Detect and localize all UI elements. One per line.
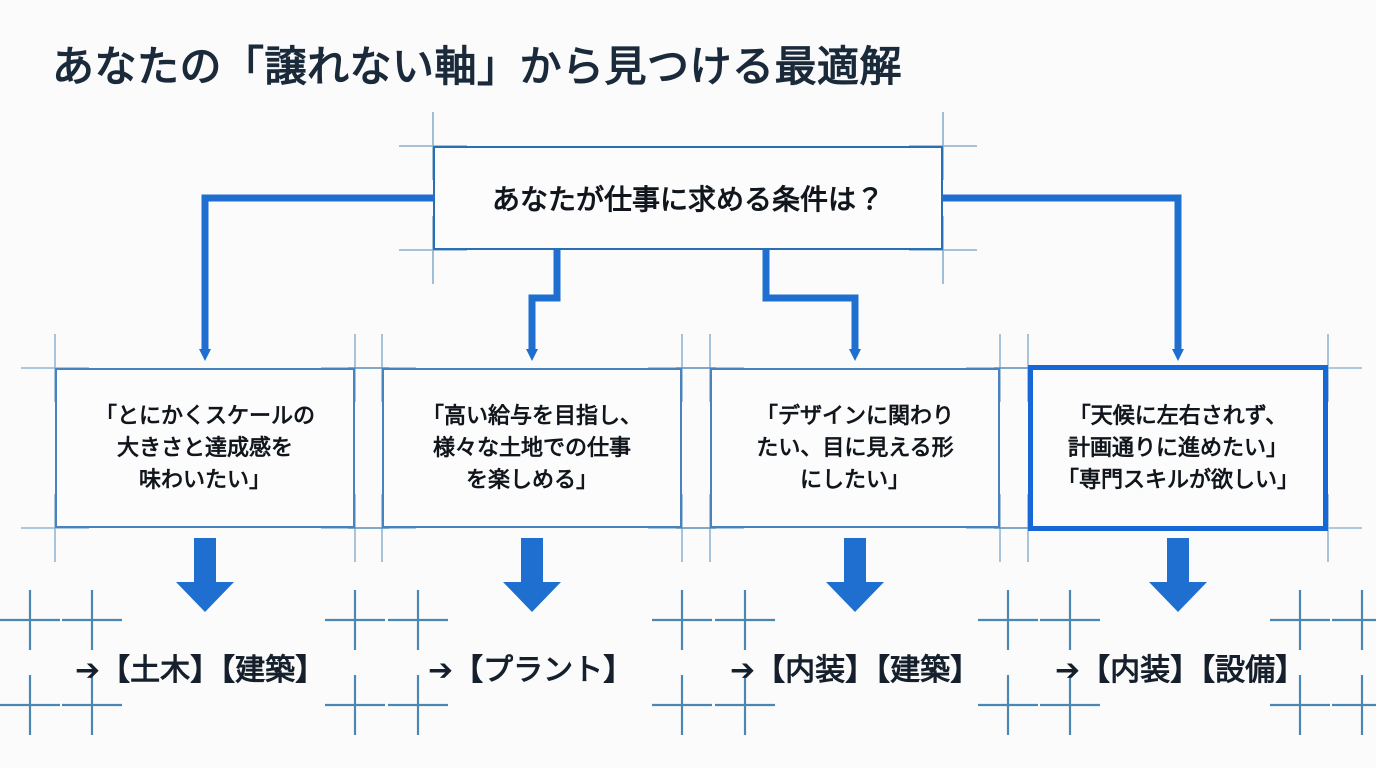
crosshair-mark <box>1040 675 1100 735</box>
crosshair-mark <box>325 590 385 650</box>
crosshair-mark <box>62 675 122 735</box>
down-arrow-icon <box>176 538 234 612</box>
crosshair-mark <box>1270 675 1330 735</box>
result-label-weather-skill: ➔【内装】【設備】 <box>1055 654 1306 687</box>
crosshair-mark <box>978 590 1038 650</box>
connector-line <box>943 194 1184 361</box>
down-arrow-icon <box>826 538 884 612</box>
condition-box-salary: 「高い給与を目指し、様々な土地での仕事を楽しめる」 <box>382 368 682 528</box>
crosshair-mark <box>1040 590 1100 650</box>
result-label-design: ➔【内装】【建築】 <box>730 654 981 687</box>
condition-label: 「天候に左右されず、計画通りに進めたい」「専門スキルが欲しい」 <box>1056 403 1299 492</box>
crosshair-mark <box>715 590 775 650</box>
condition-label: 「デザインに関わりたい、目に見える形にしたい」 <box>755 403 954 492</box>
down-arrow-icon <box>503 538 561 612</box>
result-label-scale: ➔【土木】【建築】 <box>75 654 326 687</box>
crosshair-mark <box>62 590 122 650</box>
condition-box-scale: 「とにかくスケールの大きさと達成感を味わいたい」 <box>55 368 355 528</box>
down-arrow-icon <box>1149 538 1207 612</box>
crosshair-mark <box>978 675 1038 735</box>
crosshair-mark <box>325 675 385 735</box>
crosshair-mark <box>0 675 60 735</box>
crosshair-mark <box>388 675 448 735</box>
condition-box-design: 「デザインに関わりたい、目に見える形にしたい」 <box>710 368 1000 528</box>
crosshair-mark <box>909 216 977 284</box>
condition-label: 「とにかくスケールの大きさと達成感を味わいたい」 <box>94 403 315 492</box>
connector-line <box>526 250 561 361</box>
condition-label: 「高い給与を目指し、様々な土地での仕事を楽しめる」 <box>421 403 642 492</box>
crosshair-mark <box>1270 590 1330 650</box>
crosshair-mark <box>652 675 712 735</box>
root-question-box: あなたが仕事に求める条件は？ <box>433 146 943 250</box>
crosshair-mark <box>715 675 775 735</box>
condition-box-weather-skill: 「天候に左右されず、計画通りに進めたい」「専門スキルが欲しい」 <box>1028 365 1328 531</box>
connector-line <box>762 250 861 361</box>
root-question-label: あなたが仕事に求める条件は？ <box>491 184 884 215</box>
crosshair-mark <box>0 590 60 650</box>
crosshair-mark <box>388 590 448 650</box>
crosshair-mark <box>1332 590 1376 650</box>
result-label-salary: ➔【プラント】 <box>428 654 634 687</box>
crosshair-mark <box>1332 675 1376 735</box>
connector-line <box>199 194 433 361</box>
crosshair-mark <box>652 590 712 650</box>
page-title: あなたの「譲れない軸」から見つける最適解 <box>52 43 903 90</box>
